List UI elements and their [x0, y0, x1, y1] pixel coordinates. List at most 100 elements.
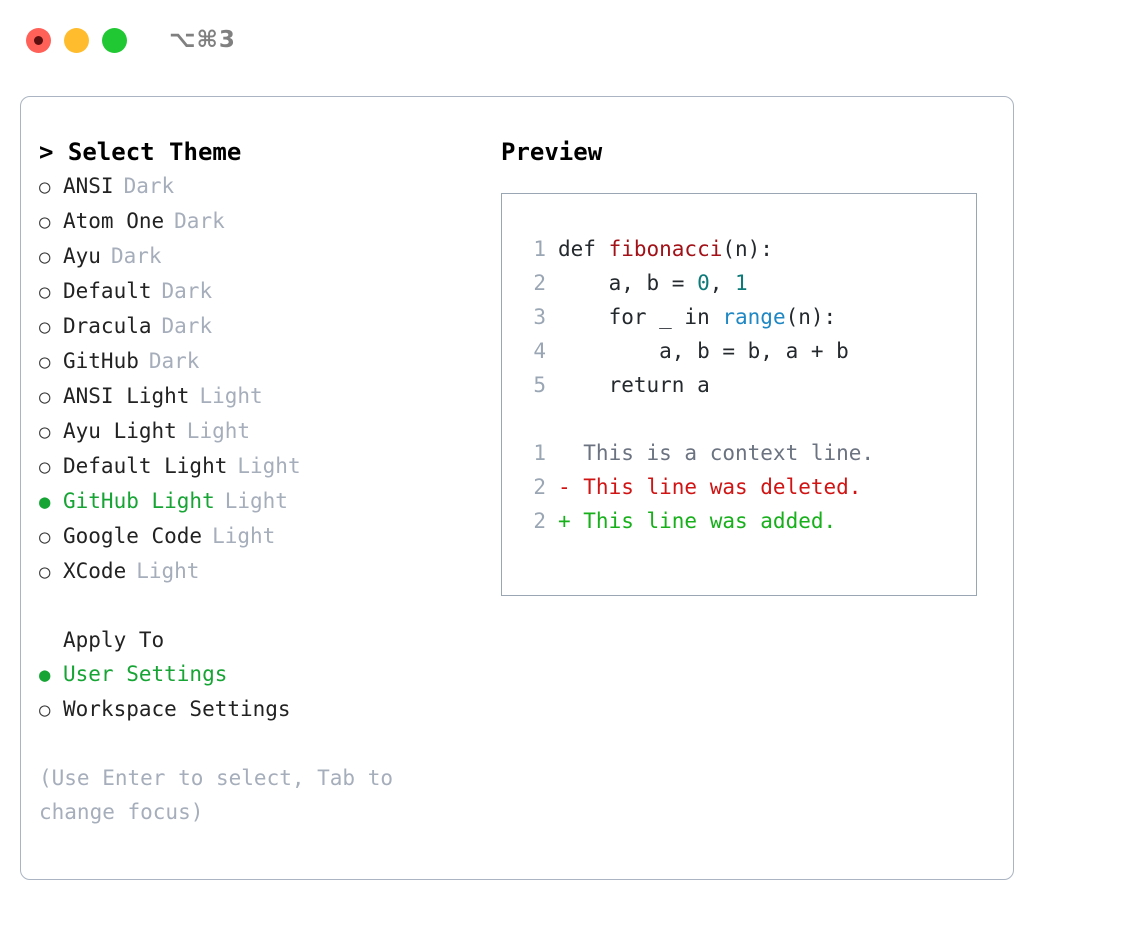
code-token: 1	[735, 271, 748, 295]
theme-variant-badge: Light	[237, 454, 301, 478]
theme-option-label: Default	[63, 279, 152, 303]
select-theme-heading: > Select Theme	[39, 138, 242, 166]
radio-unselected-icon: ○	[39, 281, 51, 303]
code-token: a, b =	[558, 271, 698, 295]
code-line: 1 def fibonacci(n):	[502, 232, 976, 266]
code-line-number: 5	[533, 373, 546, 397]
window-controls	[26, 27, 127, 53]
theme-option-label: GitHub Light	[63, 489, 215, 513]
radio-unselected-icon: ○	[39, 351, 51, 373]
radio-unselected-icon: ○	[39, 211, 51, 233]
code-line: 5 return a	[502, 368, 976, 402]
code-token: (n):	[785, 305, 837, 329]
theme-variant-badge: Dark	[148, 349, 200, 373]
diff-line-del: 2 - This line was deleted.	[502, 470, 976, 504]
apply-to-list[interactable]: ● User Settings ○Workspace Settings	[39, 657, 479, 727]
radio-unselected-icon: ○	[39, 316, 51, 338]
theme-variant-badge: Light	[136, 559, 200, 583]
theme-variant-badge: Dark	[123, 174, 175, 198]
apply-to-label: Apply To	[63, 628, 165, 652]
theme-option-label: Atom One	[63, 209, 165, 233]
theme-variant-badge: Light	[224, 489, 288, 513]
theme-option-label: Ayu	[63, 244, 101, 268]
theme-variant-badge: Dark	[161, 279, 213, 303]
theme-option-ayu-light[interactable]: ○ Ayu Light Light	[39, 414, 479, 449]
diff-line-number: 1	[533, 441, 546, 465]
code-token: ,	[709, 271, 736, 295]
theme-variant-badge: Dark	[161, 314, 213, 338]
code-diff-separator	[502, 402, 976, 436]
theme-option-label: XCode	[63, 559, 127, 583]
theme-variant-badge: Light	[212, 524, 276, 548]
diff-line-text: - This line was deleted.	[558, 475, 862, 499]
theme-option-github[interactable]: ○ GitHub Dark	[39, 344, 479, 379]
radio-unselected-icon: ○	[39, 246, 51, 268]
theme-variant-badge: Light	[199, 384, 263, 408]
close-button[interactable]	[26, 27, 51, 53]
code-token: 0	[697, 271, 710, 295]
theme-variant-badge: Light	[186, 419, 251, 443]
theme-option-xcode[interactable]: ○ XCode Light	[39, 554, 479, 589]
keyboard-hint-text: (Use Enter to select, Tab to change focu…	[39, 766, 394, 824]
code-line: 3 for _ in range(n):	[502, 300, 976, 334]
code-token: for _ in	[558, 305, 723, 329]
theme-option-atom-one[interactable]: ○ Atom One Dark	[39, 204, 479, 239]
theme-option-google-code[interactable]: ○ Google Code Light	[39, 519, 479, 554]
keyboard-shortcut-label: ⌥⌘3	[169, 27, 236, 53]
code-token: (n):	[722, 237, 773, 261]
diff-line-text: + This line was added.	[558, 509, 837, 533]
code-line: 2 a, b = 0, 1	[502, 266, 976, 300]
minimize-button[interactable]	[64, 27, 89, 53]
radio-unselected-icon: ○	[39, 176, 51, 198]
radio-unselected-icon: ○	[39, 526, 51, 548]
apply-to-option-user-settings[interactable]: ● User Settings	[39, 657, 479, 692]
theme-option-label: Google Code	[63, 524, 203, 548]
code-line-number: 3	[533, 305, 546, 329]
diff-line-number: 2	[533, 509, 546, 533]
code-token: def	[558, 237, 609, 261]
radio-unselected-icon: ○	[39, 421, 51, 443]
theme-variant-badge: Dark	[174, 209, 225, 233]
theme-variant-badge: Dark	[110, 244, 162, 268]
title-bar: ⌥⌘3	[0, 0, 1140, 80]
apply-to-heading: Apply To	[39, 623, 479, 657]
theme-option-ansi[interactable]: ○ ANSI Dark	[39, 169, 479, 204]
code-line-number: 2	[533, 271, 546, 295]
diff-line-number: 2	[533, 475, 546, 499]
diff-line-context: 1 This is a context line.	[502, 436, 976, 470]
code-token: fibonacci	[608, 237, 723, 261]
radio-unselected-icon: ○	[39, 699, 51, 721]
maximize-button[interactable]	[102, 27, 127, 53]
preview-heading: Preview	[501, 138, 603, 166]
code-token: range	[722, 305, 786, 329]
radio-selected-icon: ●	[39, 664, 51, 686]
theme-option-label: GitHub	[63, 349, 139, 373]
theme-option-label: ANSI Light	[63, 384, 190, 408]
theme-option-ayu[interactable]: ○ Ayu Dark	[39, 239, 479, 274]
radio-unselected-icon: ○	[39, 561, 51, 583]
code-line-number: 1	[533, 237, 546, 261]
code-line: 4 a, b = b, a + b	[502, 334, 976, 368]
theme-option-label: Ayu Light	[63, 419, 177, 443]
theme-option-ansi-light[interactable]: ○ ANSI Light Light	[39, 379, 479, 414]
theme-option-github-light[interactable]: ● GitHub Light Light	[39, 484, 479, 519]
radio-selected-icon: ●	[39, 491, 51, 513]
diff-line-add: 2 + This line was added.	[502, 504, 976, 538]
theme-option-label: Default Light	[63, 454, 228, 478]
theme-option-default[interactable]: ○ Default Dark	[39, 274, 479, 309]
code-token: a, b = b, a + b	[558, 339, 849, 363]
diff-line-text: This is a context line.	[558, 441, 875, 465]
code-token: return a	[558, 373, 710, 397]
apply-to-option-label: User Settings	[63, 662, 228, 686]
radio-unselected-icon: ○	[39, 386, 51, 408]
apply-to-option-workspace-settings[interactable]: ○Workspace Settings	[39, 692, 479, 727]
theme-option-label: ANSI	[63, 174, 114, 198]
